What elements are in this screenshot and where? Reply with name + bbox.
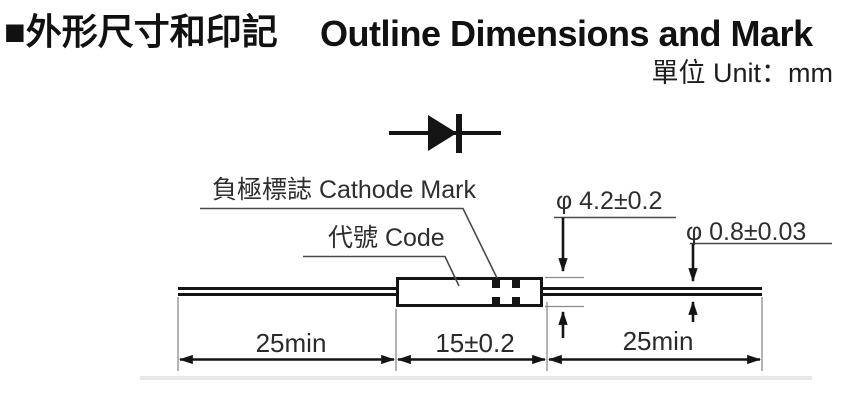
cathode-band [512,297,520,305]
leader-lines [200,207,498,287]
cathode-mark-leader [200,207,498,279]
code-leader [303,255,460,287]
dim-body-length-label: 15±0.2 [435,328,515,358]
cathode-band [492,297,500,305]
dim-length-lines [177,297,763,371]
dim-right-lead-label: 25min [622,326,694,356]
dim-lead-diameter-label: φ 0.8±0.03 [686,218,807,246]
cathode-mark-label: 負極標誌 Cathode Mark [212,176,476,204]
code-label: 代號 Code [328,224,445,252]
cathode-band [512,279,520,288]
dim-left-lead-label: 25min [255,328,327,358]
diode-icon [389,114,501,153]
dim-body-diameter-lines [545,216,676,338]
diode-anode-triangle [428,115,457,151]
unit-label: 單位 Unit：mm [651,58,834,88]
section-title-en: Outline Dimensions and Mark [320,13,813,54]
dim-body-diameter-label: φ 4.2±0.2 [556,187,663,215]
component-body [396,277,543,307]
section-title-zh: ■外形尺寸和印記 [4,11,278,52]
cathode-band [492,279,500,288]
lead-wires [178,287,762,296]
dim-lead-diameter-lines [688,242,832,322]
